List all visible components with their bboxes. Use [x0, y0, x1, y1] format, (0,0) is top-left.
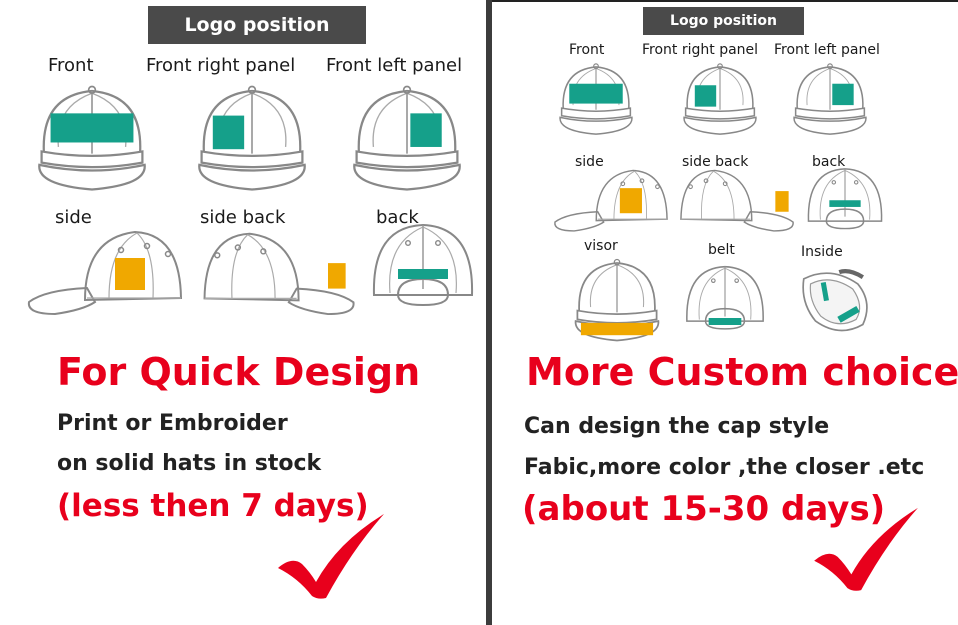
logo-position-banner: Logo position [148, 6, 366, 44]
cap-label-front-right-panel: Front right panel [146, 55, 296, 76]
cap-label-visor: visor [584, 238, 618, 254]
cap-belt-icon [682, 262, 768, 332]
quick-design-timeframe: (less then 7 days) [57, 488, 369, 524]
custom-choice-line-1: Can design the cap style [524, 414, 830, 439]
logo-position-banner: Logo position [643, 7, 804, 35]
logo-area-visor [580, 322, 654, 336]
cap-label-side-back: side back [682, 154, 749, 170]
cap-front-icon [30, 82, 154, 194]
cap-label-front-right-panel: Front right panel [642, 42, 759, 58]
cap-front-icon [554, 60, 638, 138]
logo-area-inside-top [820, 281, 829, 302]
checkmark-icon [278, 514, 384, 599]
logo-area-side-back [775, 191, 789, 212]
quick-design-headline: For Quick Design [57, 350, 421, 394]
cap-label-side-back: side back [200, 207, 286, 228]
logo-area-side [115, 258, 145, 290]
cap-label-back: back [376, 207, 419, 228]
logo-area-front-left-panel [410, 113, 442, 147]
panel-divider [486, 0, 492, 625]
cap-front-right-panel-icon [678, 60, 762, 138]
logo-area-back [398, 269, 448, 279]
top-border [492, 0, 958, 2]
cap-front-left-panel-icon [345, 82, 469, 194]
logo-area-inside-bottom [837, 305, 860, 323]
custom-choice-timeframe: (about 15-30 days) [522, 489, 886, 529]
cap-front-left-panel-icon [788, 60, 872, 138]
cap-side-back-icon [678, 160, 796, 234]
quick-design-line-1: Print or Embroider [57, 411, 288, 436]
cap-visor-icon [568, 256, 666, 344]
logo-area-front [50, 113, 134, 143]
quick-design-panel: Logo position Front Front right panel Fr… [24, 6, 478, 599]
cap-label-side: side [575, 154, 604, 170]
cap-label-front-left-panel: Front left panel [774, 42, 880, 58]
cap-back-icon [804, 164, 886, 232]
cap-side-icon [552, 160, 670, 234]
quick-design-line-2: on solid hats in stock [57, 451, 322, 476]
cap-label-front: Front [569, 42, 605, 58]
cap-label-side: side [55, 207, 92, 228]
custom-choice-headline: More Custom choice [526, 350, 958, 394]
logo-area-back [829, 200, 861, 207]
cap-side-back-icon [200, 220, 358, 318]
logo-area-front-right-panel [694, 85, 717, 107]
custom-choice-panel: Logo position Front Front right panel Fr… [492, 0, 958, 625]
checkmark-icon [814, 507, 918, 591]
cap-label-front-left-panel: Front left panel [326, 55, 463, 76]
logo-area-side [619, 188, 642, 214]
logo-area-belt [708, 318, 742, 325]
cap-side-icon [24, 218, 186, 318]
cap-front-right-panel-icon [190, 82, 314, 194]
logo-area-front-left-panel [832, 83, 854, 106]
logo-area-side-back [328, 263, 346, 289]
logo-area-front [569, 83, 623, 104]
cap-label-inside: Inside [801, 244, 843, 260]
cap-label-belt: belt [708, 242, 735, 258]
cap-label-front: Front [48, 55, 94, 76]
cap-back-icon [368, 218, 478, 310]
logo-area-front-right-panel [212, 115, 245, 150]
cap-label-back: back [812, 154, 846, 170]
custom-choice-line-2: Fabic,more color ,the closer .etc [524, 455, 925, 480]
cap-inside-icon [792, 262, 878, 338]
